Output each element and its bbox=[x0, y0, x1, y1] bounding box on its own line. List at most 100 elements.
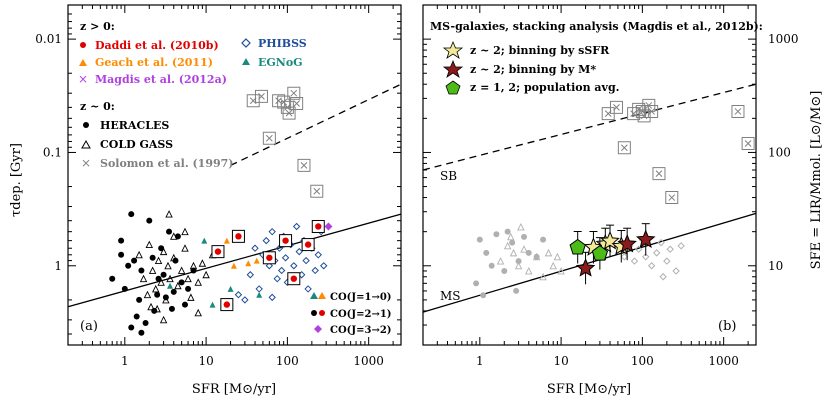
b-xtick-label-2: 100 bbox=[631, 354, 654, 368]
point-daddi-et-al-2010b bbox=[282, 237, 289, 244]
b-xtick-label-3: 1000 bbox=[708, 354, 739, 368]
point-solomon-et-al-1997 bbox=[246, 94, 260, 108]
point-cold-gass bbox=[194, 278, 202, 286]
point-heracles bbox=[128, 324, 135, 331]
point-cold-gass bbox=[189, 261, 198, 270]
b-xtick-label-1: 10 bbox=[553, 354, 568, 368]
a-xtick-label-1: 10 bbox=[198, 354, 213, 368]
b-ytick-label-0: 10 bbox=[768, 259, 783, 273]
bg-point-cold-gass bbox=[506, 232, 515, 241]
bg-point-solomon-et-al-1997 bbox=[645, 104, 659, 118]
legend-daddi-marker bbox=[80, 42, 86, 48]
bg-point-phibss bbox=[663, 257, 671, 265]
point-heracles bbox=[142, 320, 149, 327]
bg-point-heracles bbox=[488, 262, 495, 269]
point-cold-gass bbox=[181, 227, 189, 236]
point-cold-gass bbox=[159, 247, 168, 256]
bg-point-heracles bbox=[480, 292, 487, 299]
bg-point-cold-gass bbox=[517, 222, 525, 231]
point-cold-gass bbox=[148, 266, 157, 274]
point-egnog bbox=[227, 285, 234, 292]
bg-point-cold-gass bbox=[557, 266, 565, 275]
point-cold-gass bbox=[181, 244, 189, 252]
point-solomon-et-al-1997 bbox=[287, 86, 301, 100]
point-cold-gass bbox=[159, 315, 168, 324]
panel-b-ms-label: MS bbox=[440, 289, 461, 303]
point-daddi-et-al-2010b bbox=[290, 275, 298, 282]
point-phibss bbox=[311, 266, 319, 275]
point-cold-gass bbox=[166, 274, 174, 283]
point-heracles bbox=[136, 296, 143, 303]
bg-point-cold-gass bbox=[514, 261, 523, 270]
point-phibss bbox=[304, 285, 312, 293]
point-phibss bbox=[320, 262, 328, 270]
point-phibss bbox=[268, 227, 276, 236]
point-cold-gass bbox=[170, 253, 178, 262]
bg-point-cold-gass bbox=[503, 241, 512, 250]
point-egnog bbox=[256, 291, 263, 298]
legend-co32-label: CO(J=3→2) bbox=[330, 325, 392, 336]
point-cold-gass bbox=[147, 302, 155, 311]
point-heracles bbox=[109, 275, 116, 282]
legend-magdis-marker: × bbox=[78, 72, 88, 86]
point-cold-gass bbox=[177, 266, 186, 274]
point-phibss bbox=[268, 293, 276, 302]
point-solomon-et-al-1997 bbox=[290, 97, 304, 111]
point-phibss bbox=[290, 262, 298, 270]
legend-egnog-label: EGNoG bbox=[258, 56, 303, 69]
bg-point-heracles bbox=[501, 267, 508, 274]
bg-point-solomon-et-al-1997 bbox=[665, 191, 679, 205]
legend-co10-marker-2 bbox=[318, 292, 326, 299]
point-heracles bbox=[128, 211, 135, 218]
point-cold-gass bbox=[162, 295, 170, 304]
point-heracles bbox=[125, 262, 132, 269]
a-ytick-label-0: 0.01 bbox=[35, 32, 62, 46]
point-heracles bbox=[133, 313, 140, 320]
panel-a-ylabel: τdep. [Gyr] bbox=[9, 143, 24, 217]
point-heracles bbox=[168, 305, 175, 312]
point-heracles bbox=[131, 257, 138, 264]
point-phibss bbox=[314, 251, 322, 259]
point-phibss bbox=[302, 256, 310, 265]
point-heracles bbox=[154, 291, 161, 298]
stack-marker-mstar-bin bbox=[617, 233, 637, 253]
bg-point-phibss bbox=[652, 249, 661, 257]
legend-co21-label: CO(J=2→1) bbox=[330, 309, 392, 320]
point-cold-gass bbox=[153, 304, 161, 313]
point-cold-gass bbox=[139, 274, 148, 283]
bg-point-heracles bbox=[533, 253, 540, 260]
legend-co21-marker bbox=[311, 310, 317, 316]
stack-marker-mstar-bin bbox=[575, 257, 596, 277]
bg-point-phibss bbox=[630, 257, 639, 265]
panel-a-frame bbox=[67, 4, 402, 346]
bg-point-solomon-et-al-1997 bbox=[741, 136, 755, 150]
point-cold-gass bbox=[170, 232, 178, 240]
point-phibss bbox=[292, 222, 301, 231]
point-cold-gass bbox=[157, 278, 165, 286]
point-cold-gass bbox=[154, 256, 163, 265]
bg-point-heracles bbox=[540, 236, 547, 243]
point-heracles bbox=[149, 254, 156, 261]
point-phibss bbox=[262, 236, 270, 245]
bg-point-phibss bbox=[634, 245, 643, 253]
point-cold-gass bbox=[143, 290, 152, 299]
point-geach-et-al-2011 bbox=[253, 257, 260, 264]
point-solomon-et-al-1997 bbox=[254, 89, 268, 103]
bg-point-cold-gass bbox=[549, 261, 557, 270]
b-xtick-label-0: 1 bbox=[476, 354, 484, 368]
legend-coldgass-label: COLD GASS bbox=[100, 138, 173, 151]
bg-point-cold-gass bbox=[553, 252, 562, 261]
panel-a-points bbox=[109, 86, 333, 336]
point-cold-gass bbox=[198, 259, 207, 267]
bg-point-cold-gass bbox=[496, 257, 505, 265]
point-heracles bbox=[170, 288, 177, 295]
point-daddi-et-al-2010b bbox=[304, 241, 312, 248]
point-solomon-et-al-1997 bbox=[262, 131, 276, 145]
legend-mstar-label: z ~ 2; binning by M* bbox=[470, 63, 596, 76]
point-heracles bbox=[166, 228, 173, 235]
legend-heracles-label: HERACLES bbox=[100, 119, 169, 132]
legend-coldgass-marker bbox=[81, 139, 91, 149]
legend-mstar-marker bbox=[442, 59, 464, 78]
